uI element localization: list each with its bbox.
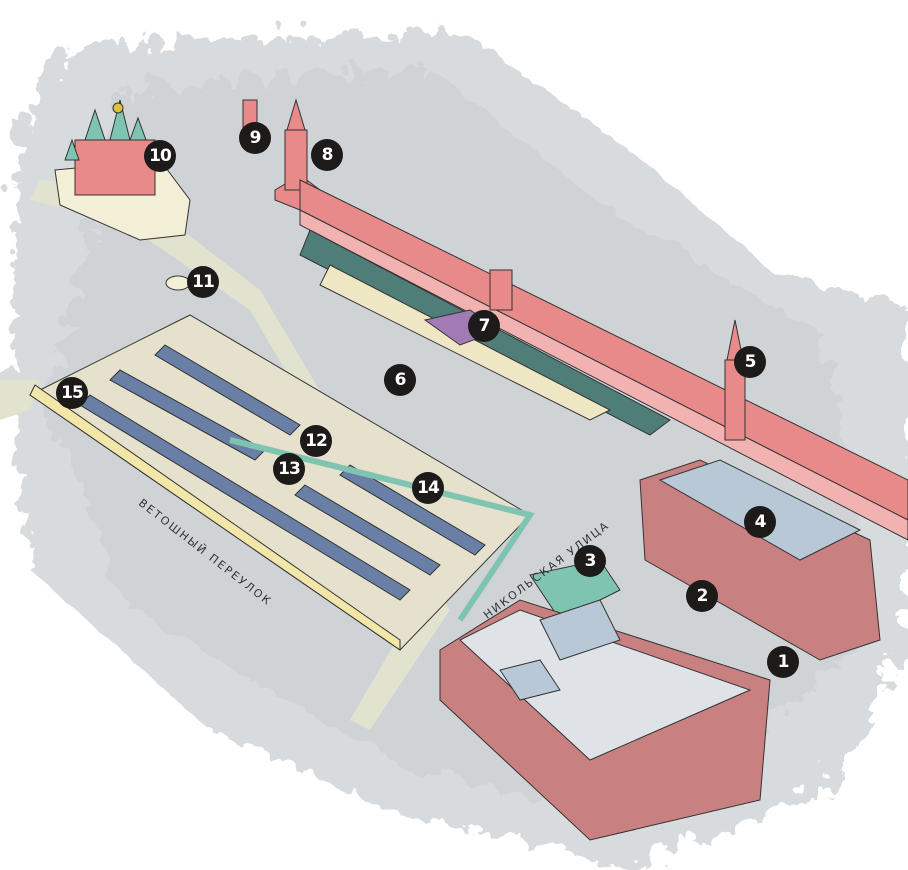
marker-10[interactable]: 10 bbox=[144, 140, 176, 172]
marker-1[interactable]: 1 bbox=[767, 646, 799, 678]
kremlin-wall bbox=[299, 179, 908, 541]
marker-12[interactable]: 12 bbox=[300, 425, 332, 457]
marker-11[interactable]: 11 bbox=[187, 266, 219, 298]
roads bbox=[0, 180, 450, 730]
marker-6[interactable]: 6 bbox=[384, 364, 416, 396]
marker-9[interactable]: 9 bbox=[239, 122, 271, 154]
marker-8[interactable]: 8 bbox=[311, 139, 343, 171]
marker-5[interactable]: 5 bbox=[734, 346, 766, 378]
marker-3[interactable]: 3 bbox=[574, 545, 606, 577]
marker-14[interactable]: 14 bbox=[412, 472, 444, 504]
marker-13[interactable]: 13 bbox=[273, 453, 305, 485]
marker-2[interactable]: 2 bbox=[686, 580, 718, 612]
marker-7[interactable]: 7 bbox=[468, 310, 500, 342]
marker-15[interactable]: 15 bbox=[56, 377, 88, 409]
marker-4[interactable]: 4 bbox=[744, 506, 776, 538]
